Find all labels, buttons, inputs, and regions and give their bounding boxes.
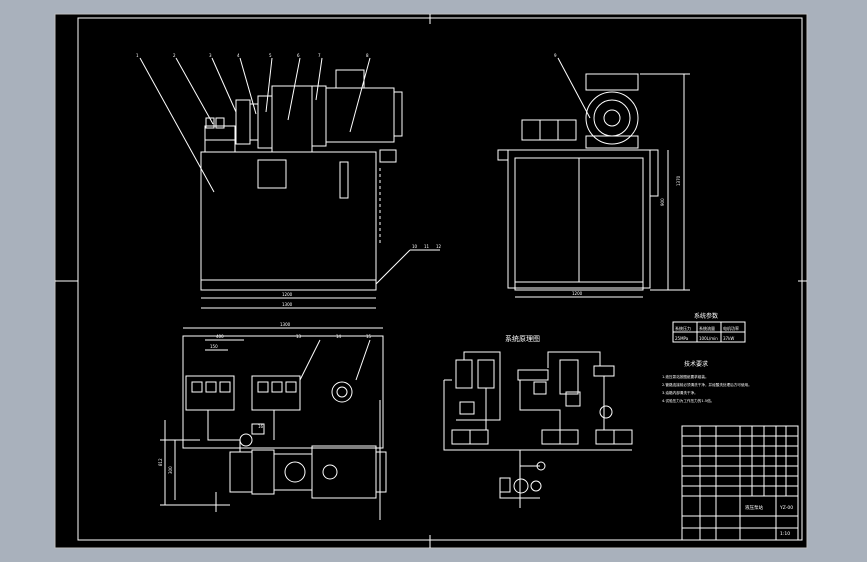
- balloon-11: 11: [424, 244, 430, 249]
- param-header-1: 系统压力: [675, 325, 691, 331]
- param-value-3: 37kW: [723, 336, 734, 341]
- tech-req-4: 4.试验压力为工作压力的1.5倍。: [662, 398, 714, 403]
- balloon-14: 14: [336, 334, 342, 339]
- balloon-7: 7: [318, 53, 321, 58]
- dim-front-width-1: 1200: [282, 292, 293, 297]
- param-value-1: 25MPa: [675, 336, 689, 341]
- title-block-name: 液压泵站: [745, 504, 763, 511]
- dim-plan-sub-2: 150: [210, 344, 218, 349]
- side-view: [497, 57, 690, 298]
- front-view: [139, 57, 440, 309]
- center-marks: [55, 14, 807, 548]
- balloon-2: 2: [173, 53, 176, 58]
- balloon-5: 5: [269, 53, 272, 58]
- param-table: [672, 321, 746, 343]
- drawing-frame: [77, 17, 803, 541]
- dim-plan-sub-1: 400: [216, 334, 224, 339]
- balloon-12: 12: [436, 244, 442, 249]
- balloon-1: 1: [136, 53, 139, 58]
- title-block-scale: 1:10: [780, 531, 790, 537]
- balloon-16: 16: [258, 424, 264, 429]
- param-header-3: 电机功率: [723, 325, 739, 331]
- schematic-title: 系统原理图: [505, 334, 540, 343]
- param-table-title: 系统参数: [694, 312, 718, 320]
- balloon-8: 8: [366, 53, 369, 58]
- balloon-6: 6: [297, 53, 300, 58]
- dim-plan-width: 1300: [280, 322, 291, 327]
- balloon-10: 10: [412, 244, 418, 249]
- balloon-3: 3: [209, 53, 212, 58]
- tech-req-title: 技术要求: [684, 360, 708, 368]
- plan-view: [160, 327, 387, 520]
- dim-plan-side-1: 812: [158, 458, 163, 466]
- param-value-2: 100L/min: [699, 336, 718, 341]
- balloon-15: 15: [366, 334, 372, 339]
- dim-side-width: 1200: [572, 291, 583, 296]
- dim-plan-side-2: 300: [168, 466, 173, 474]
- param-header-2: 系统流量: [699, 325, 715, 331]
- tech-req-2: 2.管路连接前必须清洗干净，并经酸洗处理后方可使用。: [662, 382, 752, 387]
- balloon-9: 9: [554, 53, 557, 58]
- tech-req-3: 3.油箱内部清洗干净。: [662, 390, 698, 395]
- balloon-13: 13: [296, 334, 302, 339]
- dim-side-height-1: 900: [660, 198, 665, 206]
- tech-req-1: 1.液压泵站按图纸要求组装。: [662, 374, 709, 379]
- title-block-number: YZ-00: [779, 505, 793, 511]
- title-block: [681, 425, 799, 541]
- balloon-4: 4: [237, 53, 240, 58]
- hydraulic-schematic: [443, 351, 633, 508]
- dim-front-width-2: 1300: [282, 302, 293, 307]
- dim-side-height-2: 1370: [676, 175, 681, 186]
